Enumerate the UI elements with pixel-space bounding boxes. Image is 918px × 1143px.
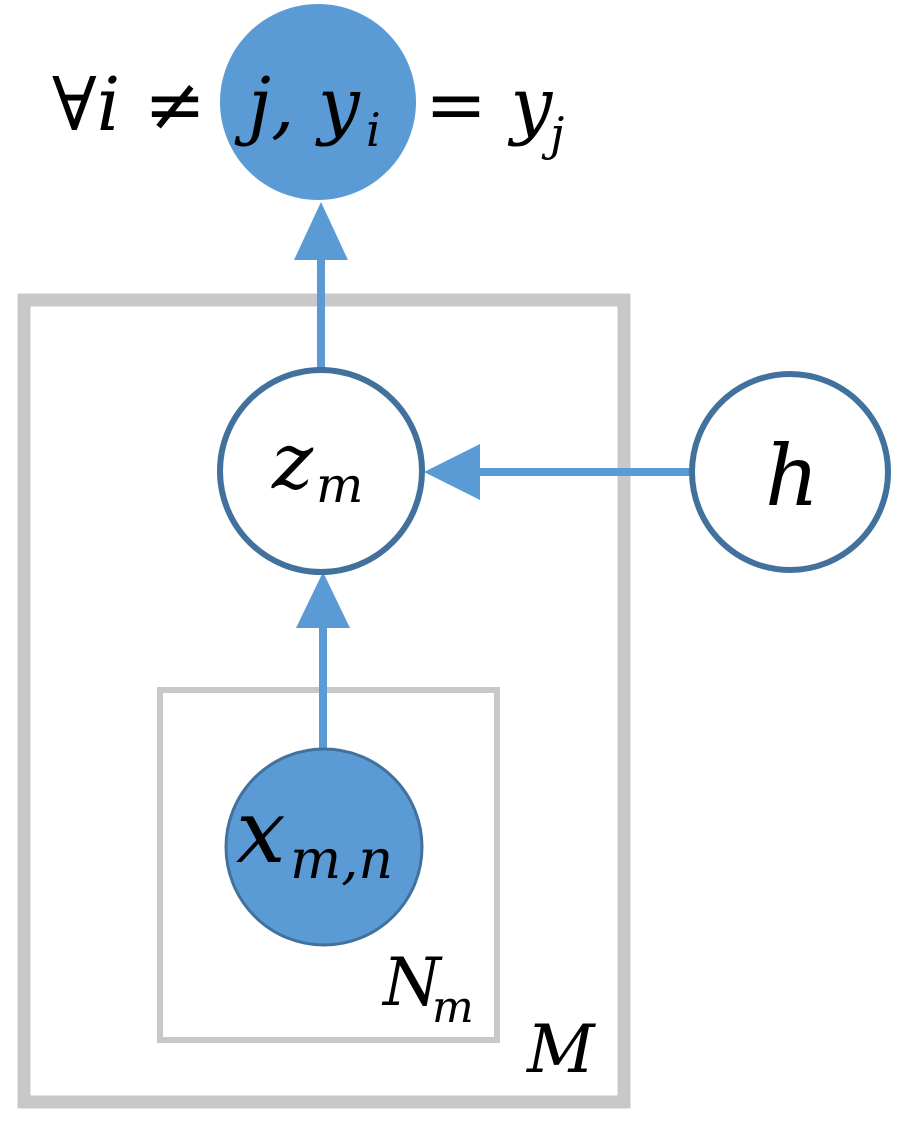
inner-plate-label-main: N xyxy=(381,944,443,1021)
inner-plate-label-sub: m xyxy=(432,982,474,1033)
node-x xyxy=(224,747,424,947)
x-main: x xyxy=(236,780,286,883)
node-h-label: h xyxy=(765,427,819,525)
constraint-label: ∀i ≠ j, y i = y j xyxy=(52,62,564,161)
inner-plate-label: N m xyxy=(381,944,474,1033)
node-h xyxy=(689,371,891,573)
constraint-eq-y: = y xyxy=(425,62,554,148)
edge-x-to-z xyxy=(296,572,350,748)
z-sub: m xyxy=(316,456,363,514)
constraint-j-y: j, y xyxy=(234,62,361,148)
inner-plate xyxy=(157,687,500,1043)
node-x-label: x m,n xyxy=(236,780,393,891)
constraint-sub-i: i xyxy=(366,103,381,157)
node-z-label: z m xyxy=(271,417,363,514)
z-main: z xyxy=(271,417,314,507)
node-y xyxy=(220,4,416,200)
edge-h-to-z xyxy=(424,444,692,500)
node-z xyxy=(217,367,425,575)
outer-plate-label: M xyxy=(526,1011,596,1088)
constraint-forall: ∀i ≠ xyxy=(52,62,206,148)
edge-z-to-y xyxy=(294,202,348,374)
x-sub: m,n xyxy=(290,828,393,891)
